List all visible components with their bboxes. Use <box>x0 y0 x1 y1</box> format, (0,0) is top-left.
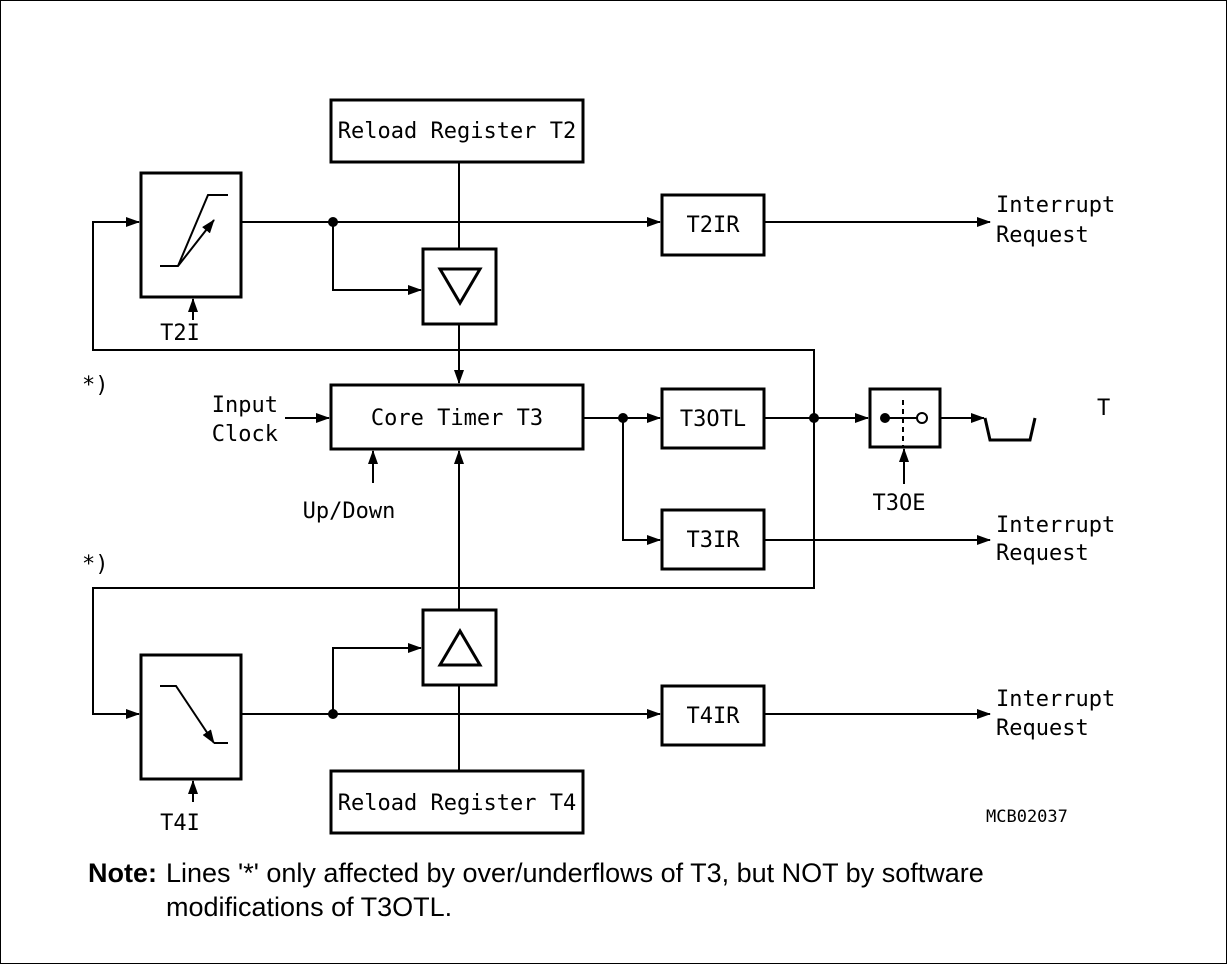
count-up-triangle-icon <box>437 628 483 667</box>
reload-register-t4-block <box>329 769 585 835</box>
note-line2: modifications of T3OTL. <box>166 892 453 922</box>
t4ir-block <box>660 684 766 747</box>
interrupt-request-2-line2: Request <box>996 541 1089 566</box>
t2i-label: T2I <box>160 321 200 346</box>
interrupt-request-3-line1: Interrupt <box>996 687 1115 712</box>
clock-label: Clock <box>212 422 278 447</box>
t4-input-edge-block <box>139 653 243 781</box>
falling-edge-icon <box>160 685 228 744</box>
interrupt-request-3-line2: Request <box>996 716 1089 741</box>
count-down-triangle-icon <box>437 267 483 306</box>
figure-id: MCB02037 <box>986 807 1068 827</box>
t3otl-label: T3OTL <box>680 407 746 432</box>
t3oe-label: T3OE <box>873 491 926 516</box>
t4-reload-gate-block <box>421 608 498 687</box>
reload-register-t2-block <box>329 98 585 164</box>
t3otl-block <box>660 387 766 450</box>
up-down-label: Up/Down <box>303 499 396 524</box>
t2-reload-gate-block <box>421 247 498 326</box>
star-note-marker-1: *) <box>82 373 109 398</box>
note-line1: Lines '*' only affected by over/underflo… <box>166 858 984 888</box>
reload-register-t4-label: Reload Register T4 <box>338 791 576 816</box>
t2ir-block <box>660 193 766 257</box>
interrupt-request-2-line1: Interrupt <box>996 513 1115 538</box>
star-note-marker-2: *) <box>82 552 109 577</box>
interrupt-request-1-line1: Interrupt <box>996 193 1115 218</box>
t3ir-block <box>660 508 766 571</box>
rising-edge-icon <box>160 194 228 267</box>
t2ir-label: T2IR <box>687 213 741 238</box>
note: Note: Lines '*' only affected by over/und… <box>88 856 1218 924</box>
core-timer-t3-label: Core Timer T3 <box>371 406 543 431</box>
note-label: Note: <box>88 858 157 888</box>
reload-register-t2-label: Reload Register T2 <box>338 119 576 144</box>
junction-dots <box>328 217 819 719</box>
t4i-label: T4I <box>160 811 200 836</box>
switch-icon <box>880 400 928 447</box>
t3ir-label: T3IR <box>687 528 741 553</box>
t4ir-label: T4IR <box>687 704 741 729</box>
interrupt-request-1-line2: Request <box>996 223 1089 248</box>
input-label: Input <box>212 393 278 418</box>
core-timer-t3-block <box>329 383 585 451</box>
output-pin-icon <box>983 417 1037 442</box>
connection-lines <box>92 162 991 802</box>
t-output-label: T <box>1097 396 1110 421</box>
